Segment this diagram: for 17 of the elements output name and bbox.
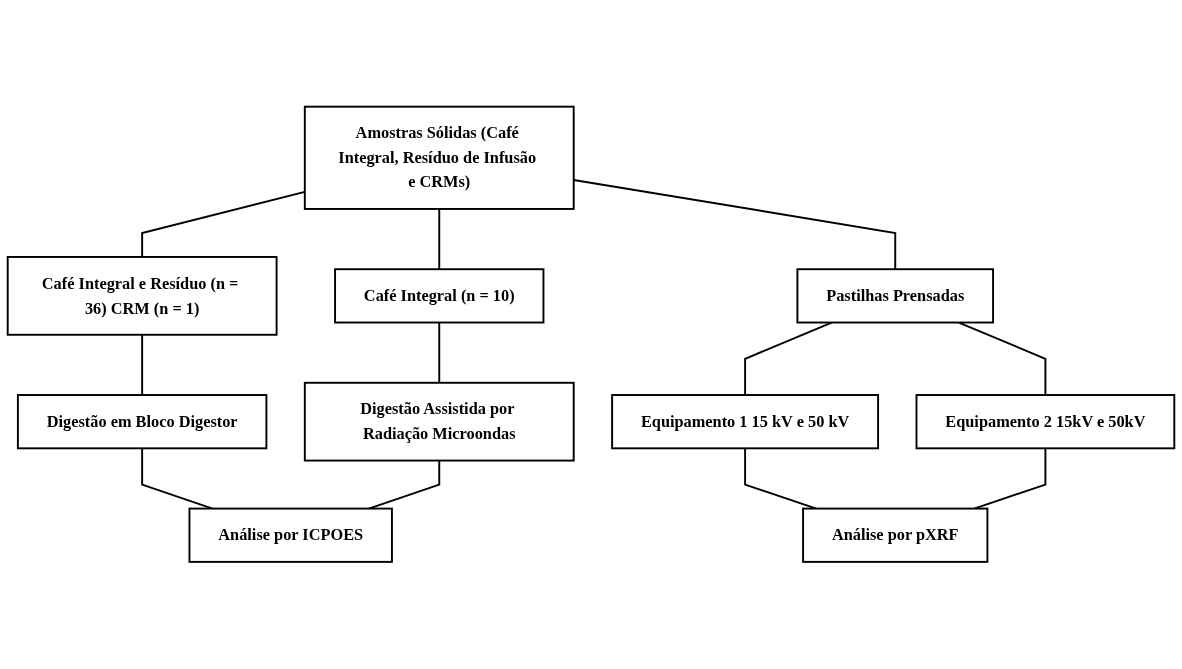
connector [438, 321, 441, 384]
node-box: Pastilhas Prensadas [796, 268, 995, 324]
node-box: Digestão Assistida por Radiação Microondas [303, 382, 575, 462]
node-box: Digestão em Bloco Digestor [16, 394, 268, 450]
connector [973, 447, 1047, 510]
connector [744, 321, 833, 397]
connector [141, 447, 214, 510]
node-box: Café Integral e Resíduo (n = 36) CRM (n = 1) [6, 256, 278, 336]
node-box: Café Integral (n = 10) [334, 268, 545, 324]
connector [141, 334, 144, 397]
connector [438, 208, 441, 271]
node-box: Equipamento 1 15 kV e 50 kV [611, 394, 880, 450]
node-box: Amostras Sólidas (Café Integral, Resíduo de Infusão e CRMs) [303, 105, 575, 211]
node-box: Análise por ICPOES [188, 507, 393, 564]
connector [957, 321, 1047, 397]
node-box: Análise por pXRF [802, 507, 989, 564]
node-box: Equipamento 2 15kV e 50kV [915, 394, 1176, 450]
